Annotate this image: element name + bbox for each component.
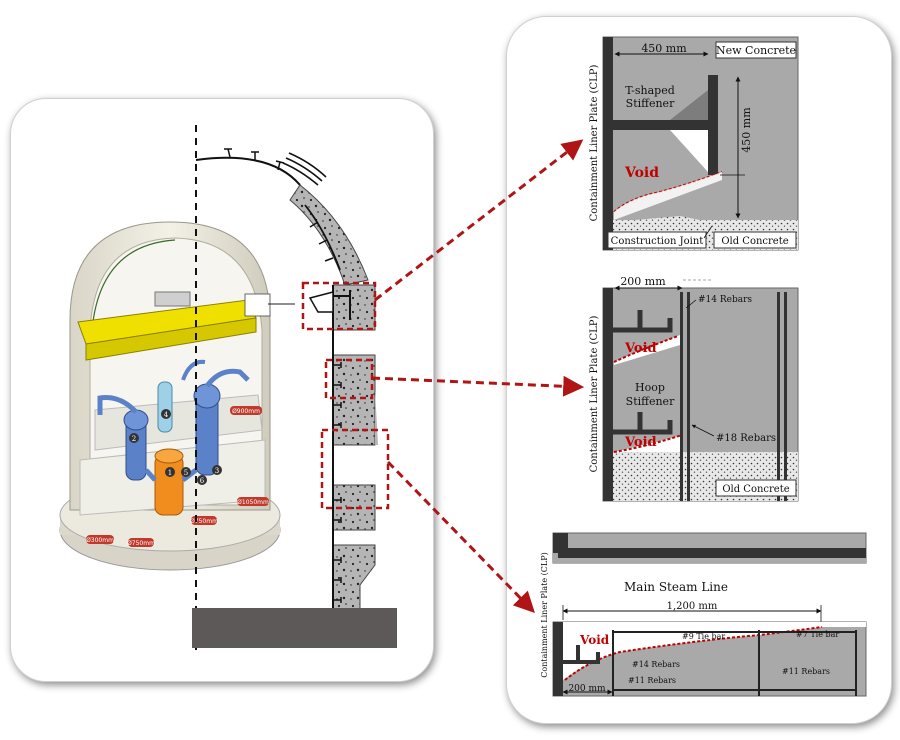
label-void-2a: Void [624,341,657,356]
component-number-labels: 1 2 3 4 5 6 [129,409,222,485]
pipe-tag-750a: Ø750mm [190,518,218,525]
dim-1200-length: 1,200 mm [667,601,718,612]
component-number-3: 3 [215,467,219,475]
clp-label-3: Containment Liner Plate (CLP) [540,552,549,677]
dim-450-height: 450 mm [740,107,753,153]
detail-hoop-stiffener: 200 mm #14 Rebars Void Hoop Stiffener Vo… [589,275,799,502]
label-tie-bar-7: #7 Tie bar [796,630,839,639]
label-rebar-14-2: #14 Rebars [698,295,752,305]
dim-450-width: 450 mm [641,42,687,55]
pipe-tag-750b: Ø750mm [127,540,155,547]
component-number-4: 4 [164,411,169,419]
callout-box-3 [320,428,390,510]
containment-building-illustration: 1 2 3 4 5 6 Ø900mm Ø1050mm Ø750mm Ø750mm… [59,221,295,571]
pressurizer [157,381,173,433]
callout-arrows [371,139,585,614]
label-new-concrete: New Concrete [716,44,796,57]
detail-main-steam-line: Main Steam Line 1,200 mm Void #9 Tie bar… [540,532,867,697]
label-hoop-stiffener-line1: Hoop [635,381,665,394]
callout-box-1 [301,281,377,331]
label-t-stiffener-line1: T-shaped [625,84,675,97]
label-rebar-14-3: #14 Rebars [632,660,680,669]
label-rebar-11a: #11 Rebars [628,676,676,685]
label-void-2b: Void [624,435,657,450]
label-hoop-stiffener-line2: Stiffener [626,395,675,408]
component-number-5: 5 [184,469,188,477]
pipe-tag-900: Ø900mm [232,408,260,415]
steam-generator-3 [193,383,221,476]
steam-generator-2 [123,409,149,481]
containment-wall-section [192,125,397,650]
label-rebar-11b: #11 Rebars [782,667,830,676]
label-construction-joint: Construction Joint [611,236,704,247]
component-number-6: 6 [200,477,205,485]
void-line-2b [613,434,683,453]
component-number-2: 2 [132,435,136,443]
label-t-stiffener-line2: Stiffener [626,97,675,110]
label-tie-bar-9: #9 Tie bar [682,632,725,641]
label-old-concrete-2: Old Concrete [722,484,789,495]
polar-crane [77,291,295,361]
pipe-tag-1050: Ø1050mm [237,499,269,506]
label-void-1: Void [624,165,659,181]
pipe-tag-300: Ø300mm [86,537,114,544]
dim-200-width-2: 200 mm [620,275,666,288]
component-number-1: 1 [168,469,172,477]
label-void-3: Void [579,633,610,647]
detail-t-stiffener: 450 mm New Concrete 450 mm T-shaped Stif… [589,36,799,251]
pipe-size-tags: Ø900mm Ø1050mm Ø750mm Ø750mm Ø300mm [86,406,269,547]
label-old-concrete-1: Old Concrete [721,236,788,247]
clp-label-2: Containment Liner Plate (CLP) [589,316,600,473]
label-main-steam-line: Main Steam Line [624,580,728,594]
reactor-vessel [154,448,184,516]
label-rebar-18: #18 Rebars [716,433,776,444]
void-line-2a [613,335,679,363]
dim-200-width-3: 200 mm [568,684,606,694]
clp-label-1: Containment Liner Plate (CLP) [589,65,600,222]
